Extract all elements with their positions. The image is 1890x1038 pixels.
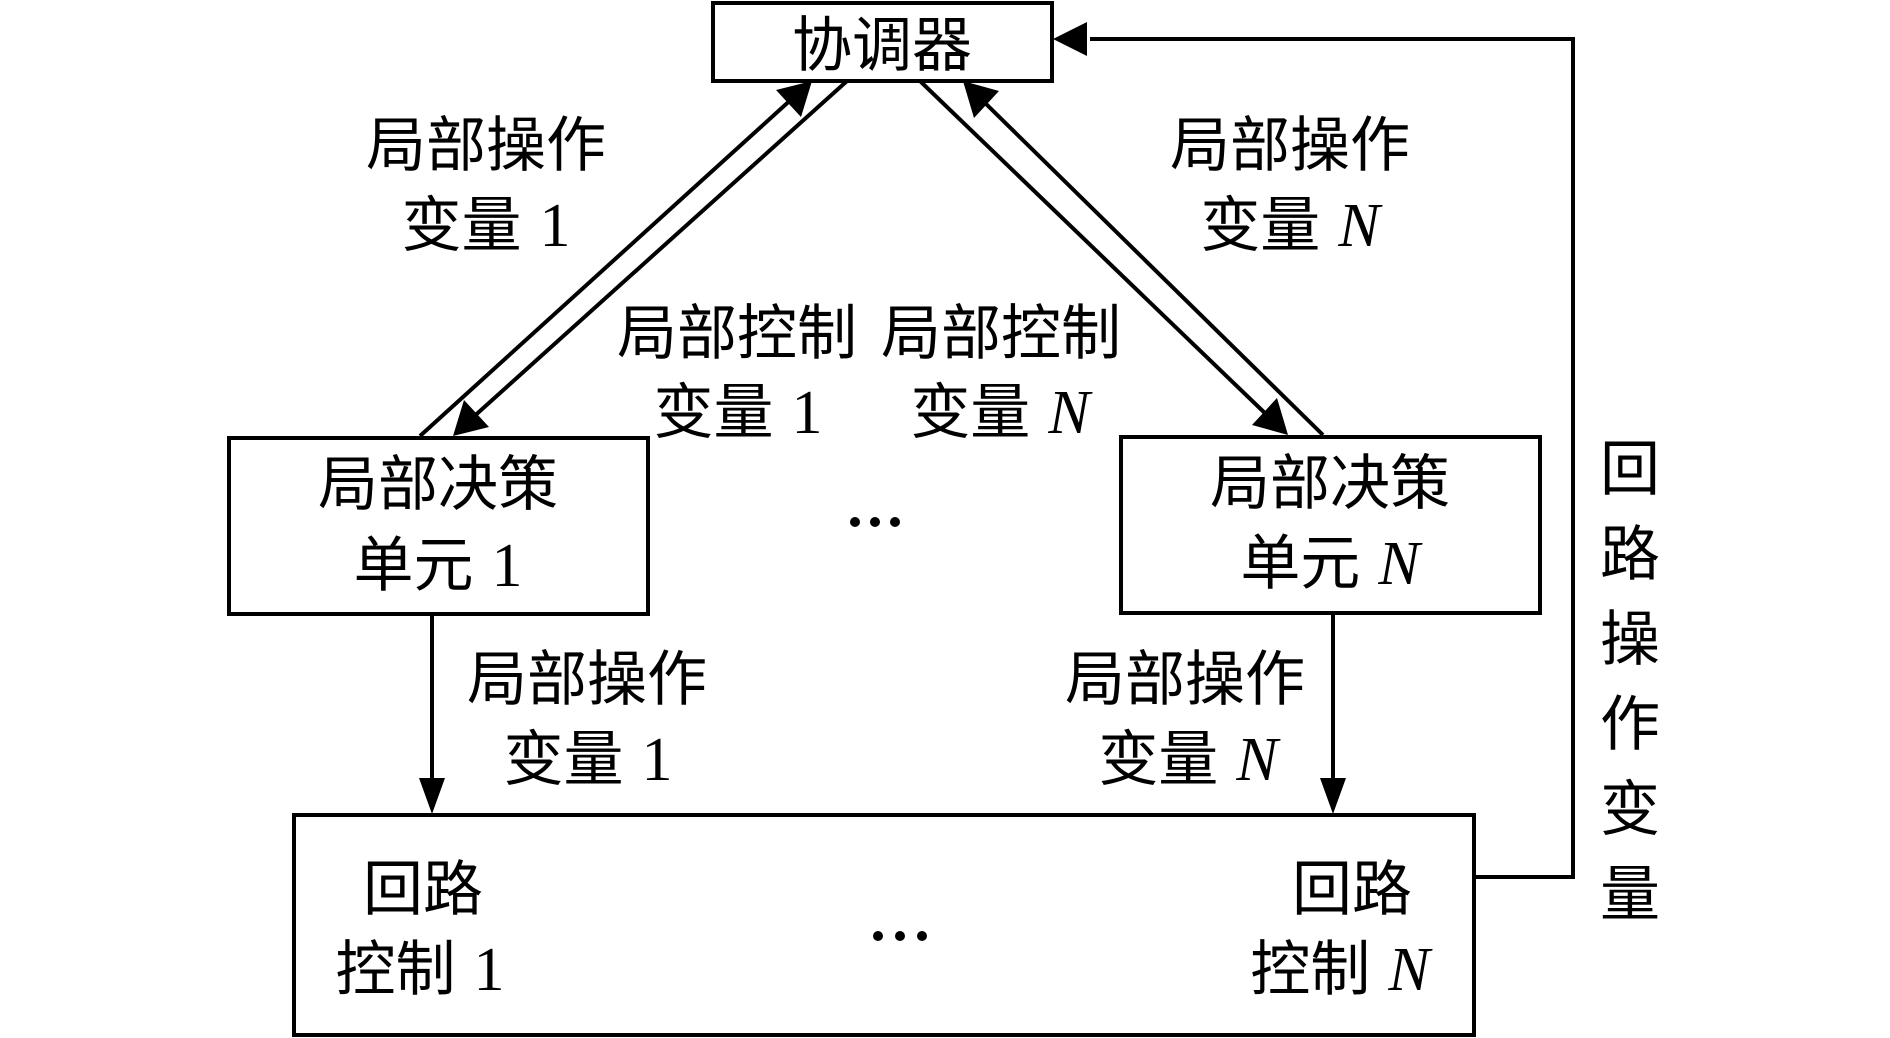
- loop-control-n-line1: 回路: [1292, 855, 1412, 925]
- arrow-head-icon: [1053, 22, 1087, 56]
- label-line1: 局部控制: [617, 299, 857, 369]
- label-line2: 变量 1: [402, 191, 571, 261]
- label-lower-op-var-1: 局部操作 变量 1: [467, 645, 707, 795]
- ellipsis-dot: [917, 931, 927, 941]
- decision-unit-1-box: [227, 436, 650, 616]
- decision-unit-1-line2: 单元 1: [354, 531, 523, 601]
- label-line2: 变量 1: [654, 378, 823, 448]
- label-index: N: [1235, 726, 1281, 794]
- vertical-char: 路: [1600, 520, 1660, 590]
- label-line1: 局部操作: [366, 111, 606, 181]
- arrow-unit1-to-coordinator: [418, 81, 812, 438]
- decision-unit-1-node: 局部决策 单元 1: [227, 436, 650, 616]
- label-text: 变量: [504, 725, 624, 795]
- arrow-line: [468, 79, 849, 422]
- ellipsis-dot: [873, 931, 883, 941]
- vertical-char: 操: [1600, 605, 1660, 675]
- loop-control-1-text: 控制: [336, 935, 456, 1005]
- arrow-coordinator-to-unitn: [918, 79, 1288, 435]
- decision-unit-1-text: 单元: [354, 531, 474, 601]
- label-ctrl-var-1: 局部控制 变量 1: [617, 299, 857, 448]
- label-line1: 局部控制: [881, 299, 1121, 369]
- arrow-unitn-to-coordinator: [963, 81, 1325, 437]
- arrow-coordinator-to-unit1: [453, 79, 849, 436]
- loop-control-n-index: N: [1387, 936, 1433, 1004]
- bottom-ellipsis: [873, 931, 927, 941]
- arrow-line: [418, 94, 797, 438]
- arrow-line: [978, 96, 1325, 437]
- label-text: 变量: [1098, 725, 1218, 795]
- coordinator-box: [711, 1, 1054, 83]
- decision-unit-n-line1: 局部决策: [1210, 449, 1450, 519]
- arrow-line: [918, 79, 1272, 420]
- ellipsis-dot: [890, 517, 900, 527]
- label-line1: 局部操作: [467, 645, 707, 715]
- label-index: N: [1337, 192, 1383, 260]
- label-index: 1: [540, 192, 571, 260]
- arrow-head-icon: [453, 400, 489, 436]
- label-upper-op-var-1: 局部操作 变量 1: [366, 111, 606, 261]
- loop-control-box: [292, 813, 1476, 1037]
- middle-ellipsis: [850, 517, 900, 527]
- loop-control-1-line2: 控制 1: [336, 935, 505, 1005]
- decision-unit-1-line1: 局部决策: [318, 450, 558, 520]
- arrow-head-icon: [1252, 398, 1288, 435]
- label-text: 变量: [654, 378, 774, 448]
- loop-control-1-line1: 回路: [363, 855, 483, 925]
- arrow-head-icon: [1320, 778, 1346, 814]
- decision-unit-1-index: 1: [492, 532, 523, 600]
- arrow-unitn-to-loop: [1320, 613, 1346, 814]
- arrow-head-icon: [963, 81, 999, 118]
- label-line2: 变量 1: [504, 725, 673, 795]
- label-line1: 局部操作: [1170, 111, 1410, 181]
- coordinator-node: 协调器: [711, 1, 1054, 83]
- arrow-loop-feedback: [1053, 22, 1575, 879]
- label-text: 变量: [1200, 191, 1320, 261]
- loop-control-1-index: 1: [474, 936, 505, 1004]
- label-loop-op-var: 回 路 操 作 变 量: [1600, 435, 1660, 930]
- label-text: 变量: [402, 191, 522, 261]
- arrow-head-icon: [419, 778, 445, 814]
- vertical-char: 作: [1600, 690, 1660, 760]
- ellipsis-dot: [895, 931, 905, 941]
- label-index: 1: [642, 726, 673, 794]
- vertical-char: 回: [1600, 435, 1660, 505]
- label-text: 变量: [910, 378, 1030, 448]
- loop-control-n-text: 控制: [1250, 935, 1370, 1005]
- decision-unit-n-text: 单元: [1240, 529, 1360, 599]
- feedback-line: [1090, 37, 1575, 879]
- arrow-unit1-to-loop: [419, 614, 445, 814]
- vertical-char: 量: [1600, 860, 1660, 930]
- decision-unit-n-index: N: [1377, 530, 1423, 598]
- label-line1: 局部操作: [1065, 645, 1305, 715]
- decision-unit-n-box: [1119, 435, 1542, 615]
- vertical-char: 变: [1600, 775, 1660, 845]
- arrow-head-icon: [776, 81, 812, 117]
- label-index: 1: [792, 379, 823, 447]
- ellipsis-dot: [850, 517, 860, 527]
- ellipsis-dot: [870, 517, 880, 527]
- coordinator-label: 协调器: [792, 11, 972, 81]
- label-index: N: [1047, 379, 1093, 447]
